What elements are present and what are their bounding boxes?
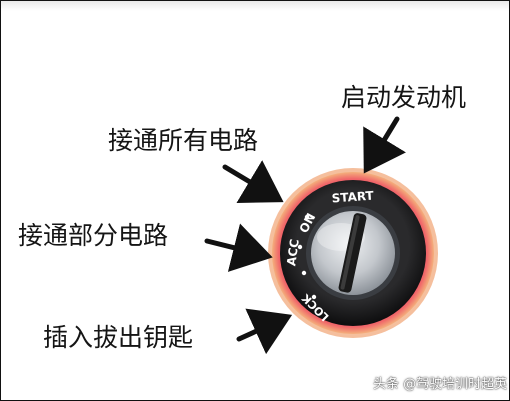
mark-start: START bbox=[331, 189, 375, 206]
key-slot bbox=[338, 213, 367, 293]
position-dot bbox=[301, 270, 307, 276]
label-start-engine: 启动发动机 bbox=[341, 83, 467, 112]
arrow-acc bbox=[204, 223, 273, 272]
arrow-start bbox=[363, 116, 406, 174]
arrow-on bbox=[222, 160, 284, 204]
label-all-circuits: 接通所有电路 bbox=[108, 126, 259, 155]
position-dot bbox=[304, 214, 310, 220]
label-partial-circuits: 接通部分电路 bbox=[18, 221, 169, 250]
label-insert-remove-key: 插入拔出钥匙 bbox=[43, 323, 194, 352]
top-shadow bbox=[1, 1, 509, 11]
arrow-lock bbox=[236, 308, 293, 355]
mark-acc: ACC bbox=[284, 238, 302, 267]
position-dot bbox=[297, 244, 303, 250]
watermark: 头条 @驾驶培训时超英 bbox=[373, 377, 508, 392]
position-dot bbox=[311, 294, 317, 300]
